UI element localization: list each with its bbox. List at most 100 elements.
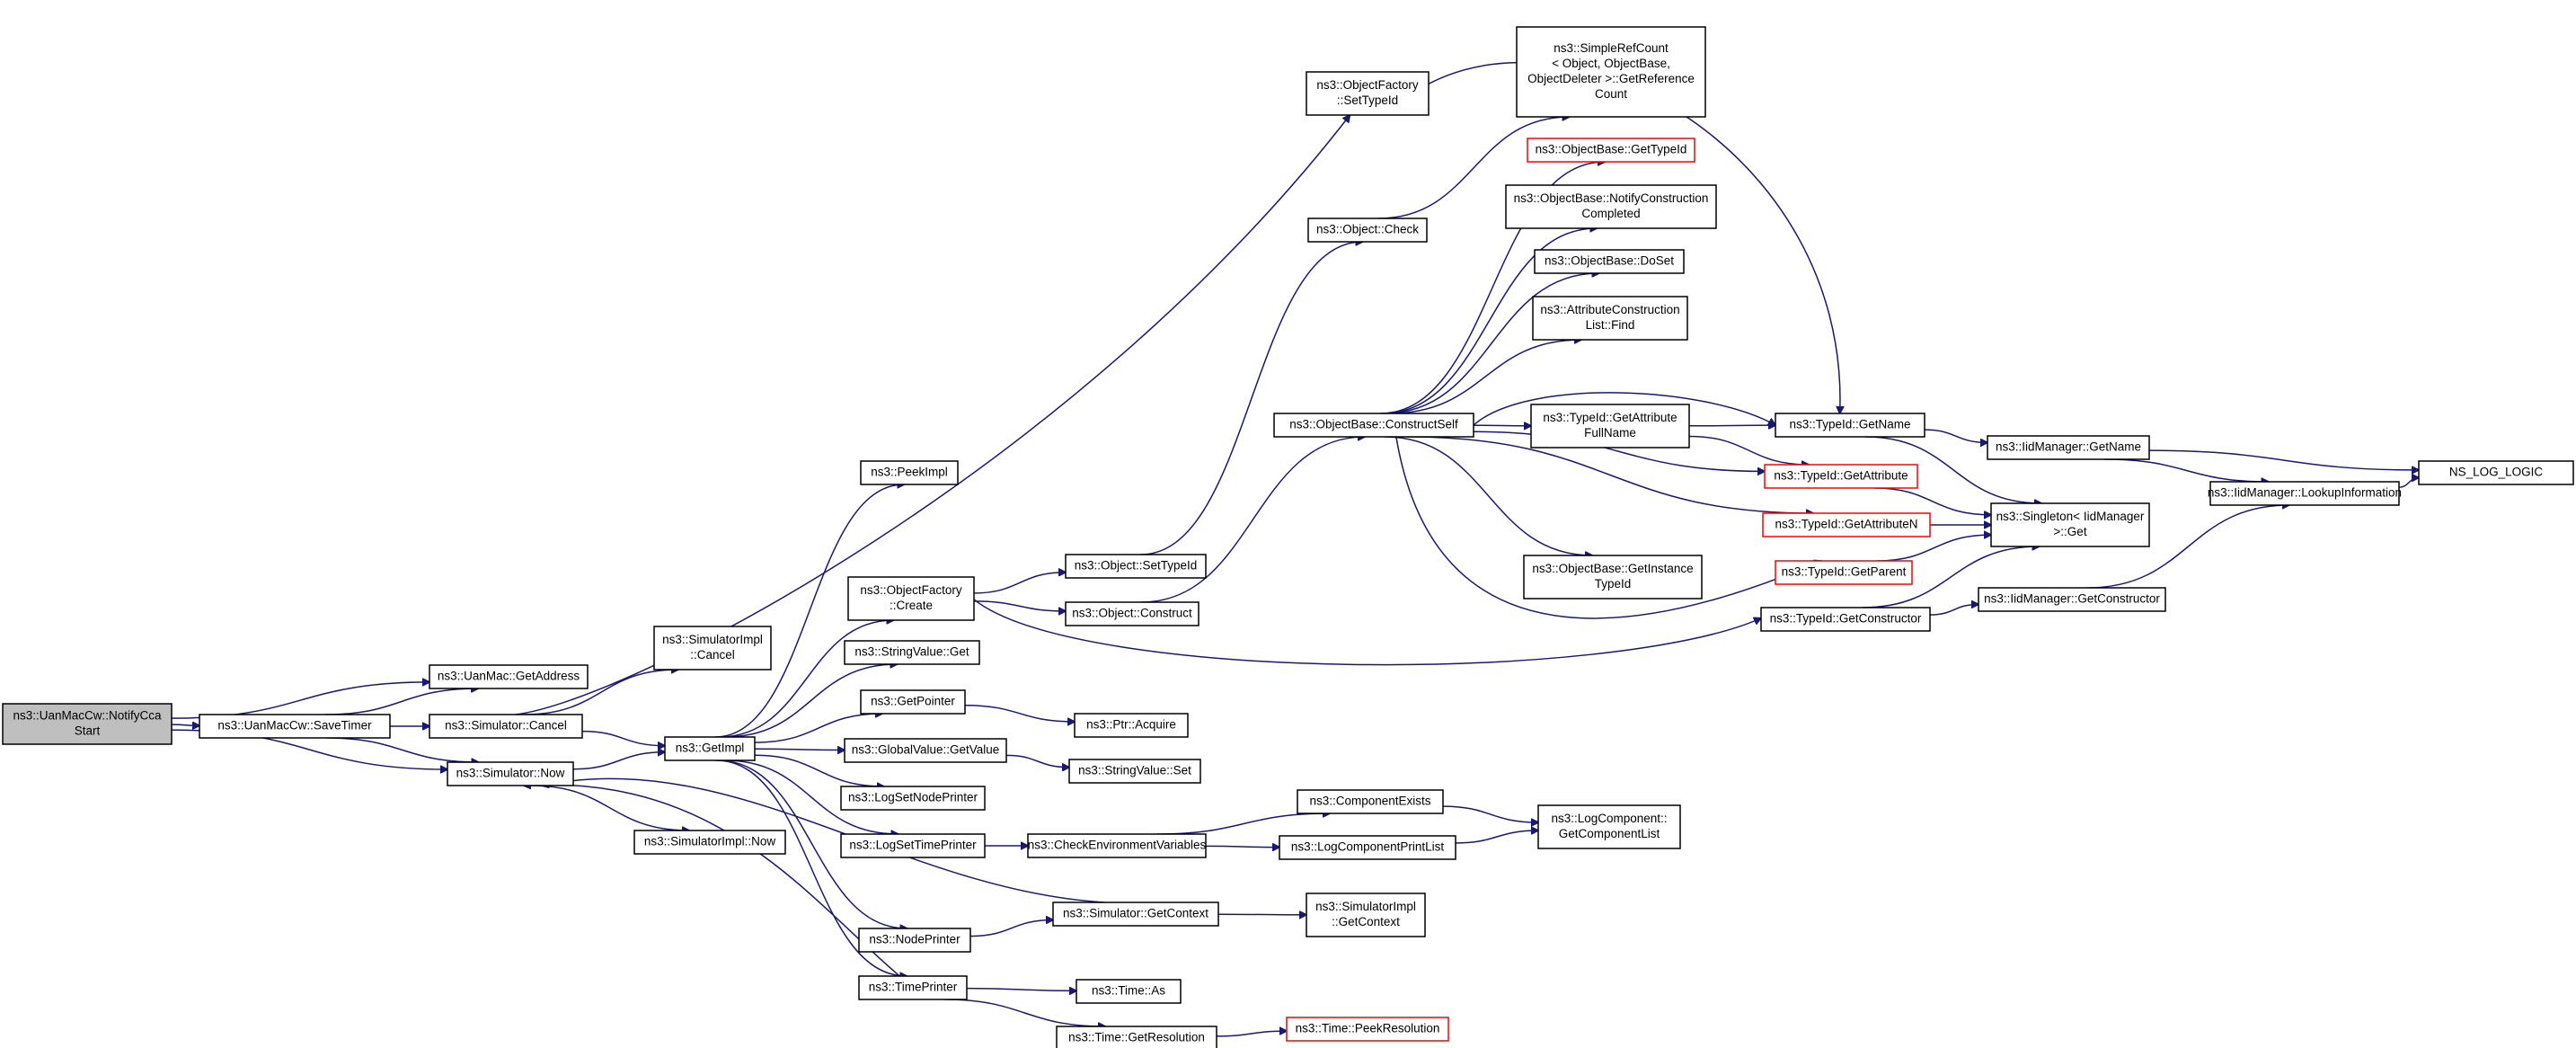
edge-constructself-to-attrfind <box>1389 340 1581 414</box>
edge-tidgetattr-to-singleton <box>1873 487 1991 515</box>
node-tidgetattrn-label-0: ns3::TypeId::GetAttributeN <box>1775 518 1917 531</box>
edge-tidgetctor-to-iidgetctor <box>1929 604 1978 616</box>
node-iidlookup[interactable]: ns3::IidManager::LookupInformation <box>2208 481 2402 506</box>
node-timeprinter[interactable]: ns3::TimePrinter <box>858 975 968 1000</box>
edge-getimpl-to-globalget <box>754 749 845 750</box>
node-implnow-label-0: ns3::SimulatorImpl::Now <box>644 835 776 848</box>
node-timeas[interactable]: ns3::Time::As <box>1076 979 1182 1004</box>
node-constructself-label-0: ns3::ObjectBase::ConstructSelf <box>1289 418 1458 431</box>
node-getpointer[interactable]: ns3::GetPointer <box>860 689 966 715</box>
node-iidgetctor-box <box>1978 587 2166 612</box>
node-getaddress-label-0: ns3::UanMac::GetAddress <box>438 670 580 683</box>
node-simnow[interactable]: ns3::Simulator::Now <box>447 761 574 786</box>
edge-objsettypeid-to-objcheck <box>1140 242 1362 555</box>
edge-checkenv-to-compexists <box>1156 813 1330 835</box>
node-obnotify[interactable]: ns3::ObjectBase::NotifyConstructionCompl… <box>1505 184 1717 229</box>
node-obnotify-box <box>1505 184 1717 229</box>
node-stringget-box <box>844 640 980 665</box>
node-checkenv[interactable]: ns3::CheckEnvironmentVariables <box>1027 833 1207 858</box>
node-getimpl[interactable]: ns3::GetImpl <box>664 736 756 761</box>
node-lognode[interactable]: ns3::LogSetNodePrinter <box>840 786 986 811</box>
node-objconstruct[interactable]: ns3::Object::Construct <box>1065 601 1199 626</box>
node-savetimer-label-0: ns3::UanMacCw::SaveTimer <box>217 719 372 733</box>
node-implgetctx-label-1: ::GetContext <box>1332 915 1400 928</box>
edge-iidgetname-to-iidlookup <box>2104 458 2269 482</box>
edge-ofcreate-to-tidgetctor <box>973 599 1761 666</box>
node-objcheck[interactable]: ns3::Object::Check <box>1307 218 1428 243</box>
node-simcancel[interactable]: ns3::Simulator::Cancel <box>429 714 583 739</box>
node-iidgetname[interactable]: ns3::IidManager::GetName <box>1987 435 2150 460</box>
node-logtime-label-0: ns3::LogSetTimePrinter <box>849 839 977 852</box>
node-logcomplist-label-1: GetComponentList <box>1559 827 1660 840</box>
node-getaddress-box <box>429 664 589 689</box>
node-refcount[interactable]: ns3::SimpleRefCount< Object, ObjectBase,… <box>1516 26 1706 118</box>
node-stringget[interactable]: ns3::StringValue::Get <box>844 640 980 665</box>
edge-ofcreate-to-objsettypeid <box>973 573 1066 594</box>
node-obgettypeid-label-0: ns3::ObjectBase::GetTypeId <box>1536 143 1687 156</box>
node-obnotify-label-0: ns3::ObjectBase::NotifyConstruction <box>1514 191 1709 205</box>
node-ofsettypeid[interactable]: ns3::ObjectFactory::SetTypeId <box>1306 71 1430 116</box>
node-implgetctx[interactable]: ns3::SimulatorImpl::GetContext <box>1306 893 1426 937</box>
node-compexists[interactable]: ns3::ComponentExists <box>1297 789 1444 814</box>
node-implnow[interactable]: ns3::SimulatorImpl::Now <box>633 830 786 855</box>
node-obdoset[interactable]: ns3::ObjectBase::DoSet <box>1534 249 1685 274</box>
node-obinstance-label-0: ns3::ObjectBase::GetInstance <box>1532 562 1693 575</box>
node-simnow-label-0: ns3::Simulator::Now <box>456 767 565 780</box>
node-tidgetctor-label-0: ns3::TypeId::GetConstructor <box>1770 612 1922 626</box>
edge-simcancel-to-implcancel <box>524 670 678 715</box>
node-timeprinter-box <box>858 975 968 1000</box>
node-tidgetctor[interactable]: ns3::TypeId::GetConstructor <box>1760 607 1931 632</box>
edge-constructself-to-obgettypeid <box>1379 162 1606 414</box>
edge-constructself-to-obinstance <box>1385 436 1592 555</box>
node-peekimpl[interactable]: ns3::PeekImpl <box>860 460 959 485</box>
edge-timeprinter-to-timeas <box>966 989 1076 991</box>
edge-getimpl-to-logtime <box>724 759 898 834</box>
node-ptracquire[interactable]: ns3::Ptr::Acquire <box>1074 713 1189 738</box>
node-simgetctx[interactable]: ns3::Simulator::GetContext <box>1052 901 1219 927</box>
node-logcomplist-box <box>1537 804 1681 849</box>
edge-getimpl-to-getpointer <box>754 714 882 743</box>
edge-compexists-to-logcomplist <box>1442 805 1538 822</box>
node-constructself[interactable]: ns3::ObjectBase::ConstructSelf <box>1273 413 1474 438</box>
edge-globalget-to-stringset <box>1005 754 1069 767</box>
node-logtime[interactable]: ns3::LogSetTimePrinter <box>840 833 986 858</box>
node-tidgetattrn[interactable]: ns3::TypeId::GetAttributeN <box>1762 512 1931 537</box>
node-stringset[interactable]: ns3::StringValue::Set <box>1068 759 1201 784</box>
node-ofcreate[interactable]: ns3::ObjectFactory::Create <box>847 576 975 621</box>
node-singleton[interactable]: ns3::Singleton< IidManager>::Get <box>1990 502 2150 547</box>
node-timegetres[interactable]: ns3::Time::GetResolution <box>1056 1026 1217 1048</box>
node-timepeekres-label-0: ns3::Time::PeekResolution <box>1296 1022 1440 1035</box>
node-tidgetattr[interactable]: ns3::TypeId::GetAttribute <box>1764 464 1918 489</box>
edge-constructself-to-tidgetname <box>1473 392 1775 425</box>
node-globalget-box <box>844 738 1007 763</box>
node-logprintlist[interactable]: ns3::LogComponentPrintList <box>1279 835 1456 860</box>
node-iidgetctor[interactable]: ns3::IidManager::GetConstructor <box>1978 587 2166 612</box>
node-obgettypeid[interactable]: ns3::ObjectBase::GetTypeId <box>1527 138 1695 163</box>
node-objcheck-box <box>1307 218 1428 243</box>
node-objsettypeid-label-0: ns3::Object::SetTypeId <box>1075 559 1198 573</box>
node-savetimer[interactable]: ns3::UanMacCw::SaveTimer <box>199 714 391 739</box>
node-objconstruct-label-0: ns3::Object::Construct <box>1072 607 1192 620</box>
node-globalget[interactable]: ns3::GlobalValue::GetValue <box>844 738 1007 763</box>
node-getaddress[interactable]: ns3::UanMac::GetAddress <box>429 664 589 689</box>
node-timepeekres[interactable]: ns3::Time::PeekResolution <box>1286 1017 1449 1042</box>
edge-timegetres-to-timepeekres <box>1216 1031 1287 1037</box>
edge-ofcreate-to-objconstruct <box>973 600 1066 611</box>
node-nslog[interactable]: NS_LOG_LOGIC <box>2418 460 2574 485</box>
node-tidgetname[interactable]: ns3::TypeId::GetName <box>1775 413 1925 438</box>
node-logcomplist[interactable]: ns3::LogComponent::GetComponentList <box>1537 804 1681 849</box>
node-implgetctx-box <box>1306 893 1426 937</box>
node-nodeprinter[interactable]: ns3::NodePrinter <box>858 928 971 953</box>
node-tidgetparent[interactable]: ns3::TypeId::GetParent <box>1775 560 1913 585</box>
node-ptracquire-box <box>1074 713 1189 738</box>
node-implcancel[interactable]: ns3::SimulatorImpl::Cancel <box>653 626 772 671</box>
node-timeprinter-label-0: ns3::TimePrinter <box>869 981 958 994</box>
node-iidlookup-label-0: ns3::IidManager::LookupInformation <box>2208 486 2402 500</box>
node-objsettypeid[interactable]: ns3::Object::SetTypeId <box>1065 554 1207 579</box>
edge-timeprinter-to-simnow <box>524 785 900 977</box>
